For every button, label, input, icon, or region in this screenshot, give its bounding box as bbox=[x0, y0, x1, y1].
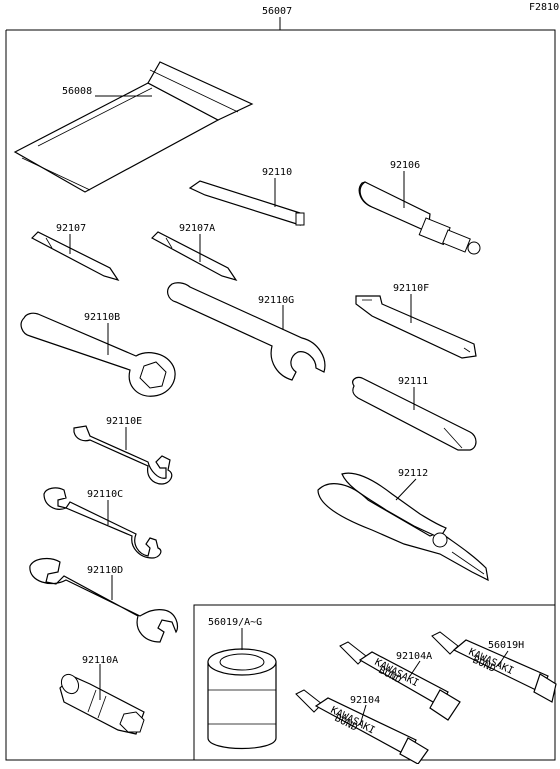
label-56008: 56008 bbox=[62, 86, 92, 97]
screwdriver-bit bbox=[31, 231, 120, 282]
pliers bbox=[317, 472, 489, 582]
spanner-g bbox=[167, 282, 326, 381]
label-92112: 92112 bbox=[398, 468, 428, 479]
leader-92112 bbox=[395, 478, 417, 501]
bond-kit-frame bbox=[193, 605, 556, 761]
figure-code: F2810 bbox=[529, 2, 559, 13]
double-end-wrench-d bbox=[29, 557, 179, 643]
bond-can bbox=[207, 648, 277, 750]
bond-tube: KAWASAKI BOND bbox=[295, 689, 429, 765]
label-92111: 92111 bbox=[398, 376, 428, 387]
box-wrench bbox=[20, 312, 176, 397]
flat-wrench bbox=[355, 295, 477, 359]
label-92110c: 92110C bbox=[87, 489, 123, 500]
leader-56019h bbox=[497, 650, 509, 667]
label-92106: 92106 bbox=[390, 160, 420, 171]
label-92107a: 92107A bbox=[179, 223, 215, 234]
double-end-wrench-e bbox=[73, 425, 173, 485]
assembly-label: 56007 bbox=[262, 6, 292, 17]
label-92110a: 92110A bbox=[82, 655, 118, 666]
screwdriver-handle bbox=[358, 181, 481, 255]
hex-key bbox=[188, 180, 305, 226]
label-92110: 92110 bbox=[262, 167, 292, 178]
leader-92104a bbox=[409, 660, 421, 677]
screwdriver-bit-a bbox=[151, 231, 238, 282]
leader-92104 bbox=[359, 704, 367, 726]
label-92104a: 92104A bbox=[396, 651, 432, 662]
label-92110g: 92110G bbox=[258, 295, 294, 306]
double-end-wrench-c bbox=[43, 487, 162, 559]
label-92107: 92107 bbox=[56, 223, 86, 234]
pin-tool bbox=[352, 376, 477, 451]
label-92110d: 92110D bbox=[87, 565, 123, 576]
label-92110f: 92110F bbox=[393, 283, 429, 294]
label-92110e: 92110E bbox=[106, 416, 142, 427]
label-92110b: 92110B bbox=[84, 312, 120, 323]
label-92104: 92104 bbox=[350, 695, 380, 706]
label-56019ag: 56019/A~G bbox=[208, 617, 262, 628]
label-56019h: 56019H bbox=[488, 640, 524, 651]
tool-bag bbox=[13, 61, 254, 193]
plug-wrench bbox=[59, 673, 145, 735]
